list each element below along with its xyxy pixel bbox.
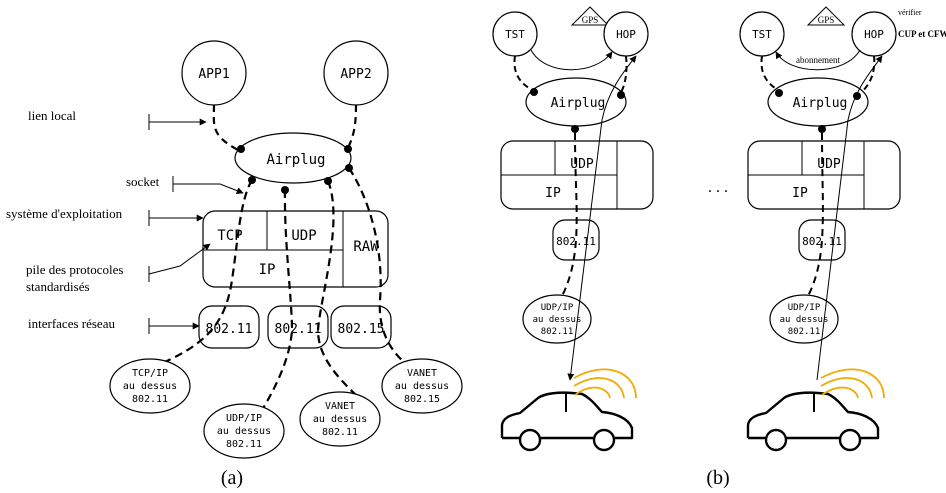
local-link	[513, 55, 538, 93]
bubble-line: au dessus	[780, 315, 829, 325]
car-icon	[500, 391, 634, 452]
app2-label: APP2	[340, 67, 371, 82]
local-link	[619, 55, 628, 95]
airplug-label: Airplug	[551, 96, 606, 111]
hop-label: HOP	[616, 28, 636, 41]
app1-label: APP1	[198, 67, 229, 82]
tst-label: TST	[752, 28, 772, 41]
bubble-line: UDP/IP	[226, 413, 262, 424]
hop-tst-arrow	[775, 49, 861, 71]
airplug-node	[767, 77, 869, 127]
label-network-interfaces: interfaces réseau	[28, 316, 115, 331]
bubble-line: TCP/IP	[132, 368, 168, 379]
ip-label: IP	[259, 262, 276, 278]
label-socket: socket	[126, 174, 160, 189]
path-tcp	[149, 179, 253, 370]
bubble-udp-ip	[769, 294, 839, 344]
bubble-line: au dessus	[395, 381, 449, 392]
airplug-label: Airplug	[793, 96, 848, 111]
caption-a: (a)	[221, 467, 243, 489]
panel-a: APP1 APP2 Airplug TCP UDP RAW IP 802.11 …	[6, 40, 463, 489]
udp-label: UDP	[570, 157, 594, 172]
gps-icon	[806, 6, 846, 26]
bubble-udp-ip	[203, 403, 285, 459]
panel-b-left: GPS TST HOP Airplug UDP IP 802.11 UDP/IP…	[492, 6, 654, 452]
socket-dot	[237, 145, 245, 153]
path-vanet-80215	[348, 167, 406, 364]
verify-label: vérifier	[898, 8, 922, 17]
bubble-vanet-80215	[381, 358, 463, 414]
gps-label: GPS	[582, 15, 599, 25]
interface-label: 802.11	[206, 322, 253, 337]
pointer-protocol-stack	[148, 243, 211, 275]
pointer-socket	[173, 183, 244, 194]
bubble-line: 802.11	[132, 394, 168, 405]
udp-label: UDP	[817, 157, 841, 172]
signal-line	[567, 55, 637, 381]
gps-label: GPS	[818, 15, 835, 25]
hop-label: HOP	[864, 28, 884, 41]
socket-dot	[344, 145, 352, 153]
bubble-line: UDP/IP	[541, 303, 574, 313]
bubble-line: UDP/IP	[788, 303, 821, 313]
socket-dot	[530, 88, 538, 96]
gps-icon	[570, 6, 610, 26]
bubble-line: 802.11	[226, 439, 262, 450]
car-icon	[746, 391, 880, 452]
bubble-line: au dessus	[533, 315, 582, 325]
label-protocol-stack: standardisés	[26, 279, 90, 294]
bubble-vanet-80211	[299, 391, 381, 447]
interface-80215	[330, 305, 392, 349]
airplug-node	[234, 132, 352, 184]
signal-line	[816, 55, 883, 381]
local-link-app2	[347, 104, 358, 149]
bubble-line: 802.11	[322, 427, 358, 438]
verify-label: CUP et CFW	[898, 29, 946, 39]
socket-dot	[617, 91, 625, 99]
ellipsis: . . .	[708, 179, 728, 196]
udp-label: UDP	[291, 228, 316, 244]
signal-waves-icon	[820, 368, 885, 399]
socket-dot	[818, 125, 826, 133]
tst-label: TST	[505, 28, 525, 41]
socket-dot	[571, 125, 579, 133]
path-udp	[805, 132, 824, 301]
bubble-line: 802.15	[404, 394, 440, 405]
bubble-line: VANET	[407, 368, 437, 379]
label-os: système d'exploitation	[6, 206, 123, 221]
tcp-label: TCP	[217, 228, 242, 244]
interface-label: 802.11	[275, 322, 322, 337]
bubble-line: au dessus	[123, 381, 177, 392]
interface-label: 802.15	[338, 322, 385, 337]
bubble-line: 802.11	[788, 327, 821, 337]
bubble-line: VANET	[325, 401, 355, 412]
local-link-app1	[212, 104, 239, 151]
airplug-label: Airplug	[266, 152, 325, 168]
raw-label: RAW	[353, 239, 379, 255]
bubble-tcp-ip	[109, 358, 191, 414]
panel-b-right: GPS TST HOP vérifier CUP et CFW abonneme…	[739, 6, 946, 452]
bubble-line: au dessus	[217, 426, 271, 437]
bubble-line: 802.11	[541, 327, 574, 337]
subscription-label: abonnement	[796, 55, 840, 65]
bubble-line: au dessus	[313, 414, 367, 425]
caption-b: (b)	[706, 467, 729, 489]
signal-waves-icon	[573, 368, 637, 399]
label-protocol-stack: pile des protocoles	[26, 262, 123, 277]
label-local-link: lien local	[28, 108, 76, 123]
tst-hop-arrow	[530, 49, 613, 71]
ip-label: IP	[792, 186, 808, 201]
socket-dot	[775, 89, 783, 97]
interface-80211-b	[267, 305, 329, 349]
ip-label: IP	[545, 186, 561, 201]
path-vanet-80211	[316, 180, 357, 396]
path-udp	[261, 189, 294, 411]
